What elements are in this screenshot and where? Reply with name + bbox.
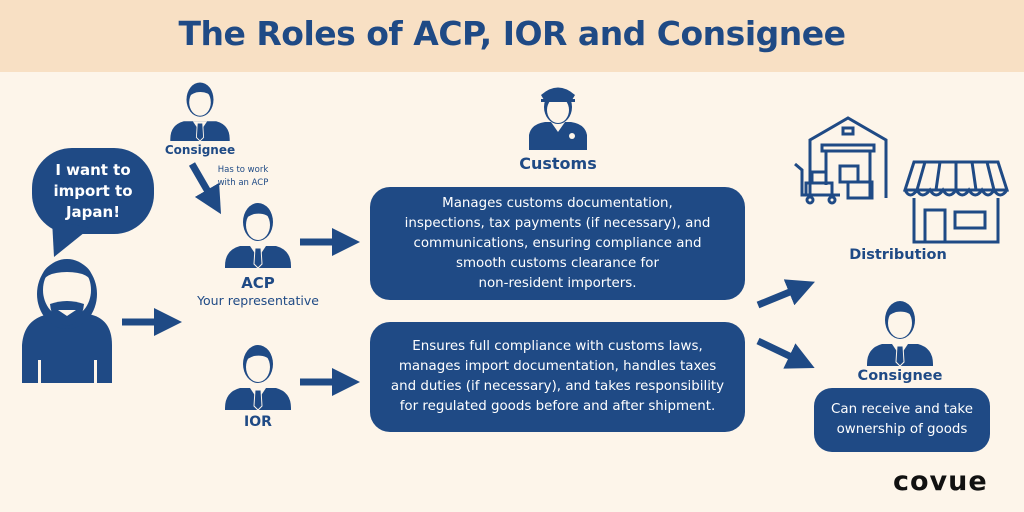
store-icon — [902, 160, 1010, 244]
bearded-man-icon — [22, 259, 112, 383]
arrow-to-consignee — [756, 337, 815, 369]
consignee-right-label: Consignee — [857, 368, 943, 384]
acp-description-box: Manages customs documentation, inspectio… — [370, 187, 745, 300]
covue-logo: covue — [893, 466, 988, 497]
acp-box-line: non-resident importers. — [478, 275, 637, 291]
consignee-top-label: Consignee — [164, 143, 236, 157]
consignee-description-box: Can receive and take ownership of goods — [814, 388, 990, 452]
ior-box-line: manages import documentation, handles ta… — [398, 359, 717, 374]
ior-box-line: Ensures full compliance with customs law… — [412, 339, 703, 354]
speech-bubble-icon — [32, 148, 154, 257]
note-line: with an ACP — [217, 178, 269, 188]
consignee-box-line: Can receive and take — [831, 402, 973, 417]
speech-line: import to — [53, 182, 133, 200]
page-title: The Roles of ACP, IOR and Consignee — [178, 14, 846, 53]
consignee-note: Has to work with an ACP — [208, 164, 278, 190]
distribution-label: Distribution — [849, 247, 947, 263]
ior-box-line: for regulated goods before and after shi… — [399, 399, 716, 414]
acp-box-line: communications, ensuring compliance and — [413, 235, 702, 251]
speech-line: Japan! — [65, 203, 121, 221]
ior-description-box: Ensures full compliance with customs law… — [370, 322, 745, 432]
speech-line: I want to — [55, 161, 131, 179]
acp-label: ACP — [241, 274, 275, 292]
arrow-consignee-to-acp — [188, 162, 222, 215]
acp-box-line: inspections, tax payments (if necessary)… — [404, 215, 711, 231]
consignee-box-line: ownership of goods — [836, 422, 968, 437]
acp-sublabel: Your representative — [197, 293, 319, 308]
customs-label: Customs — [519, 154, 597, 173]
warehouse-icon — [794, 116, 888, 205]
speech-bubble-text: I want to import to Japan! — [32, 160, 154, 223]
consignee-right-person-icon — [866, 300, 934, 367]
acp-person-icon — [224, 202, 292, 269]
consignee-top-person-icon — [169, 82, 231, 142]
ior-box-line: and duties (if necessary), and takes res… — [390, 379, 725, 394]
acp-box-line: Manages customs documentation, — [442, 195, 673, 211]
note-line: Has to work — [217, 165, 269, 175]
header-band — [0, 0, 1024, 72]
ior-person-icon — [224, 344, 292, 411]
ior-label: IOR — [244, 414, 272, 430]
arrow-to-distribution — [756, 279, 815, 309]
customs-officer-icon — [529, 87, 587, 150]
acp-box-line: smooth customs clearance for — [456, 255, 659, 271]
